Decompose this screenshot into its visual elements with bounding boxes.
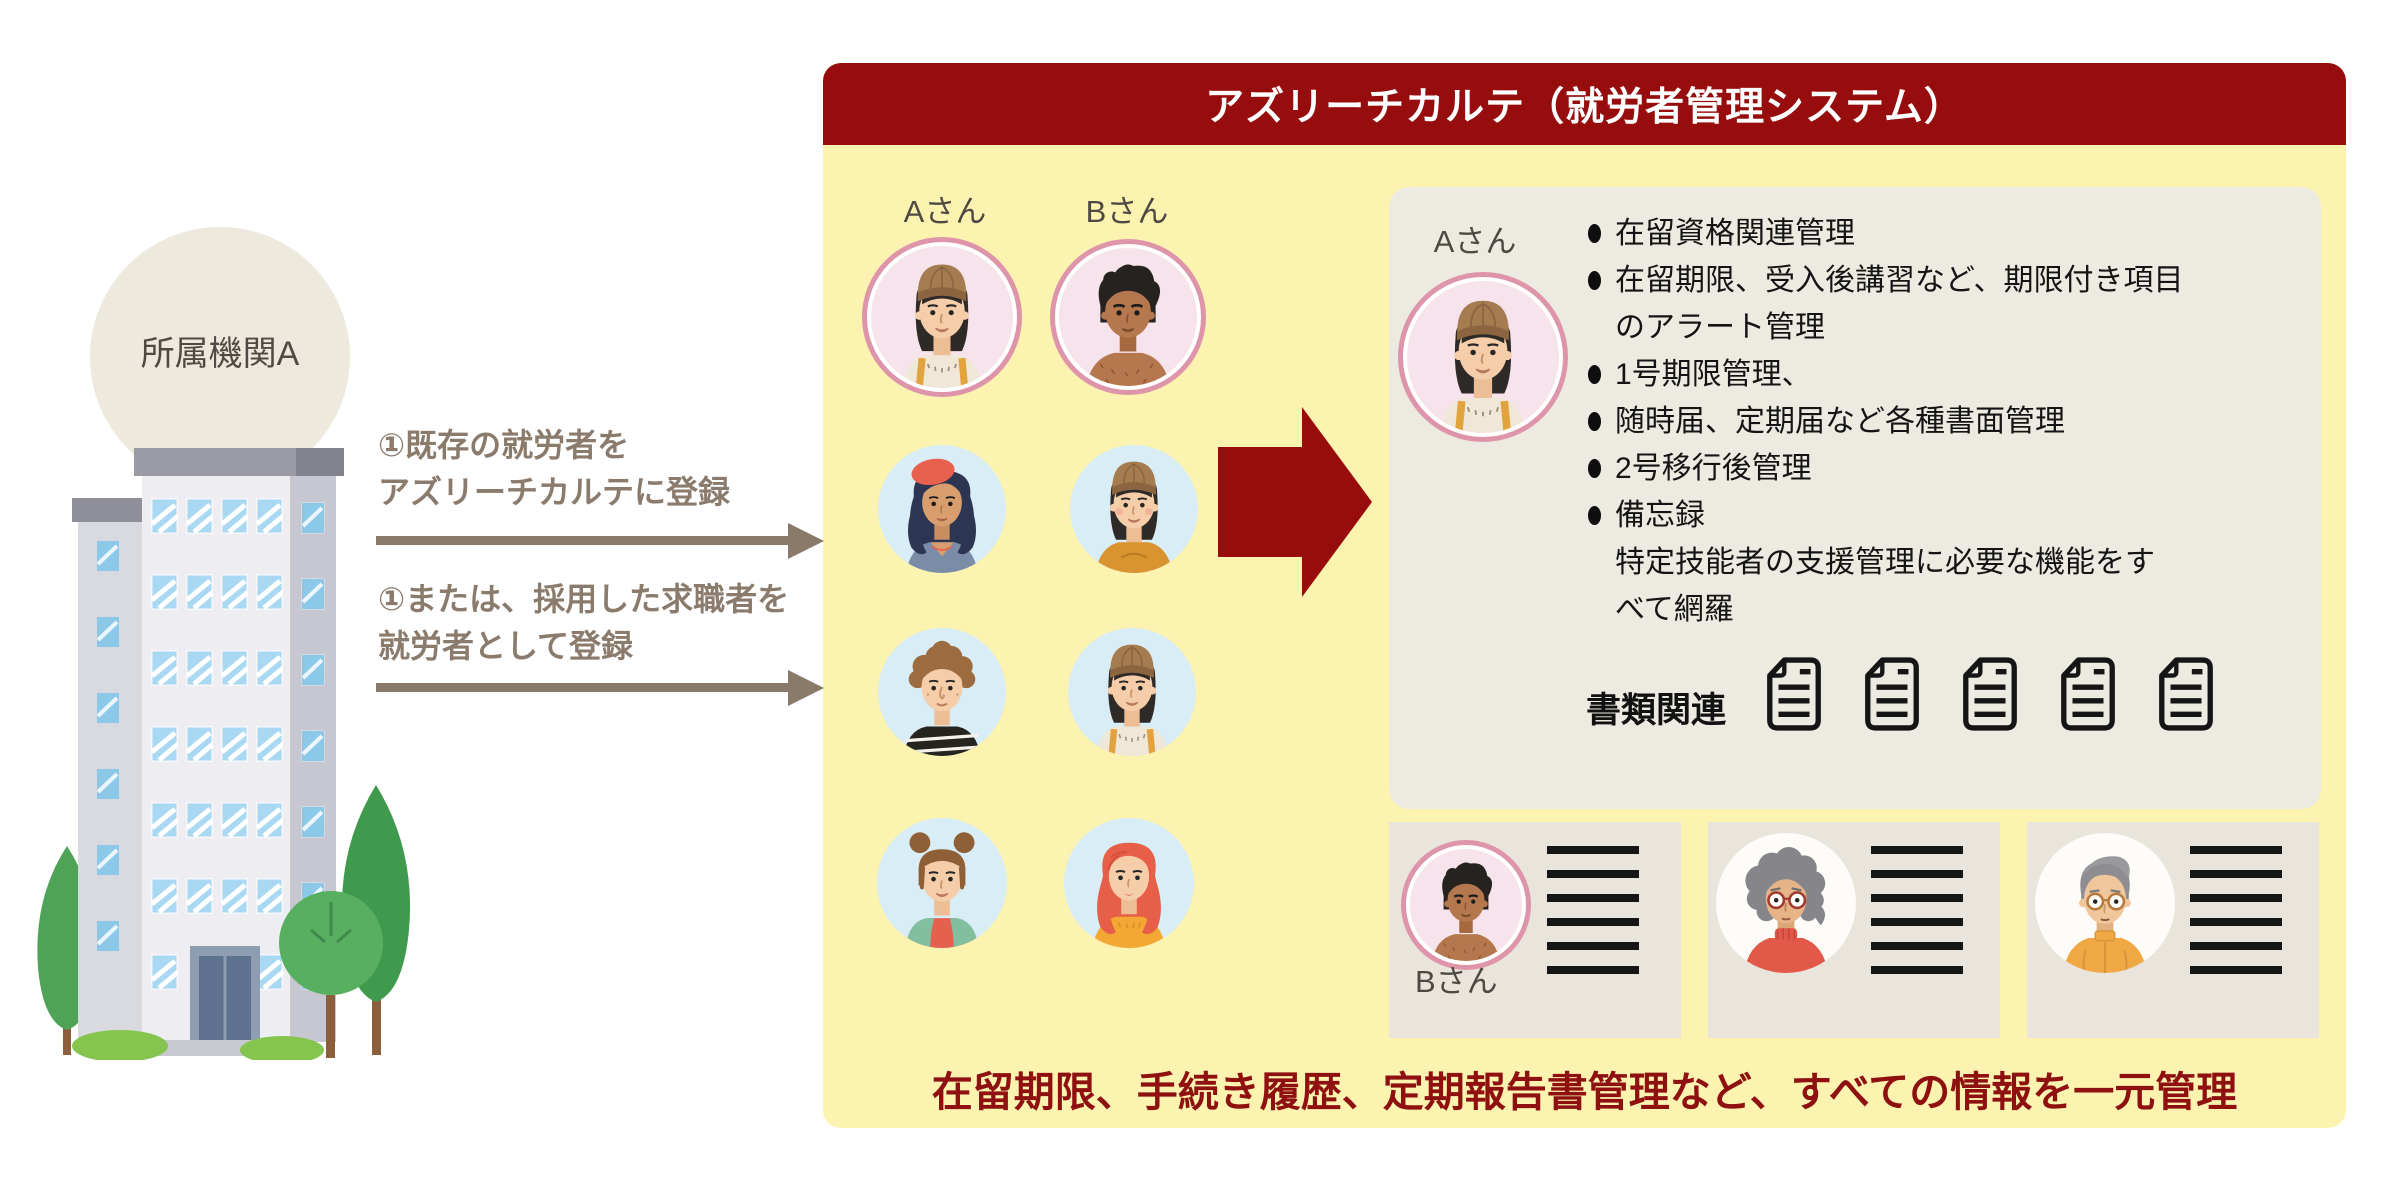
office-building-illustration [37,227,411,1060]
document-icon [2155,654,2217,734]
register-new-arrow [376,683,788,692]
bullet-icon [1588,224,1601,243]
documents-label: 書類関連 [1586,691,1727,730]
document-icon [2057,654,2119,734]
bullet-icon [1588,459,1601,478]
avatar-detail-a [1398,272,1568,442]
avatar-worker-a [862,237,1022,397]
bush-right-icon [240,1036,324,1060]
feature-item: 随時届、定期届など各種書面管理 [1588,398,2288,445]
detail-arrow-icon [1218,407,1372,597]
worker-b-label: Bさん [1085,194,1169,229]
organization-circle [90,227,350,487]
feature-list: 在留資格関連管理 在留期限、受入後講習など、期限付き項目 のアラート管理 1号期… [1588,210,2288,633]
bullet-icon [1588,365,1601,384]
system-header: アズリーチカルテ（就労者管理システム） [823,63,2346,145]
footer-message: 在留期限、手続き履歴、定期報告書管理など、すべての情報を一元管理 [931,1069,2238,1115]
register-existing-label: ①既存の就労者を アズリーチカルテに登録 [378,427,731,510]
record-card-elderly-woman [1708,822,2000,1038]
building-entrance [120,946,310,1056]
record-card-elderly-man [2027,822,2319,1038]
tree-right-front-icon [279,891,383,1058]
document-icon [1861,654,1923,734]
document-icon [1763,654,1825,734]
avatar-worker-b [1050,239,1206,395]
record-lines [1871,846,1963,974]
feature-item: 在留資格関連管理 [1588,210,2288,257]
feature-item: 2号移行後管理 [1588,445,2288,492]
feature-item: 備忘録 [1588,492,2288,539]
feature-item: 1号期限管理、 [1588,351,2288,398]
feature-item-continued: のアラート管理 [1615,311,1825,344]
feature-item-continued: 特定技能者の支援管理に必要な機能をす [1615,546,2155,579]
avatar-worker-redhair-woman [1064,818,1194,948]
record-card-b: Bさん [1389,822,1681,1038]
system-title: アズリーチカルテ（就労者管理システム） [1205,86,1964,129]
avatar-worker-buns-girl [877,818,1007,948]
avatar-elderly-woman [1716,833,1856,973]
feature-item: 在留期限、受入後講習など、期限付き項目 [1588,257,2288,304]
avatar-worker-orange-shirt-man [1070,445,1198,573]
record-b-label: Bさん [1415,964,1498,999]
documents-row [1763,654,2217,734]
record-lines [2190,846,2282,974]
bullet-icon [1588,506,1601,525]
document-icon [1959,654,2021,734]
record-lines [1547,846,1639,974]
avatar-elderly-man [2035,833,2175,973]
bush-left-icon [72,1030,168,1060]
avatar-worker-beanie-man [1068,628,1196,756]
organization-label: 所属機関A [140,335,300,373]
worker-a-label: Aさん [903,194,987,229]
register-new-label: ①または、採用した求職者を 就労者として登録 [378,581,790,664]
avatar-worker-curly-man [878,628,1006,756]
register-existing-arrow [376,536,788,545]
bullet-icon [1588,412,1601,431]
avatar-worker-beret-woman [878,445,1006,573]
feature-item-continued: べて網羅 [1615,593,1734,626]
worker-detail-box [1389,187,2321,809]
bullet-icon [1588,271,1601,290]
detail-person-label: Aさん [1433,224,1517,259]
avatar-record-b [1401,840,1531,970]
